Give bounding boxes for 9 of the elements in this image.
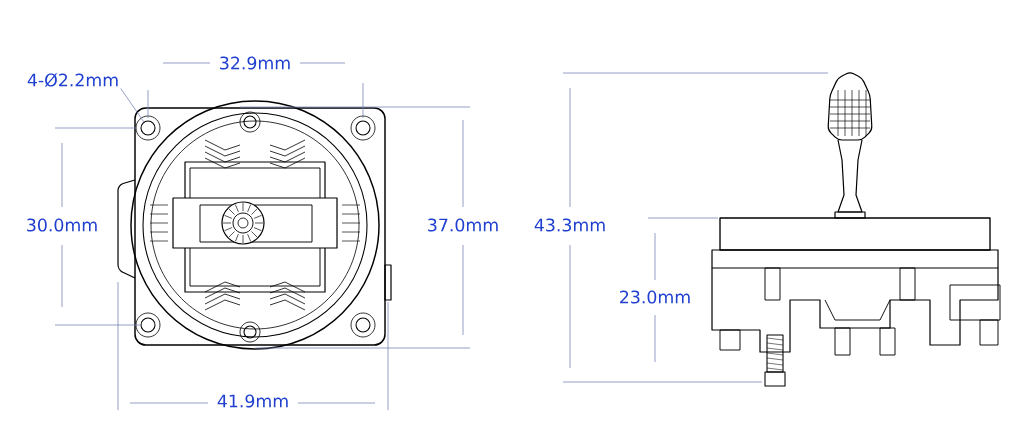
leader-line (120, 88, 145, 123)
mounting-hole (140, 120, 156, 136)
dimension-label: 4-Ø2.2mm (27, 73, 118, 87)
dimension-label: 32.9mm (220, 56, 290, 70)
dimension-label: 37.0mm (428, 218, 498, 232)
dimension-label: 43.3mm (534, 218, 605, 232)
dimension-label: 30.0mm (27, 218, 97, 232)
dimension-label: 41.9mm (217, 394, 288, 408)
dimension-label: 23.0mm (620, 290, 690, 304)
